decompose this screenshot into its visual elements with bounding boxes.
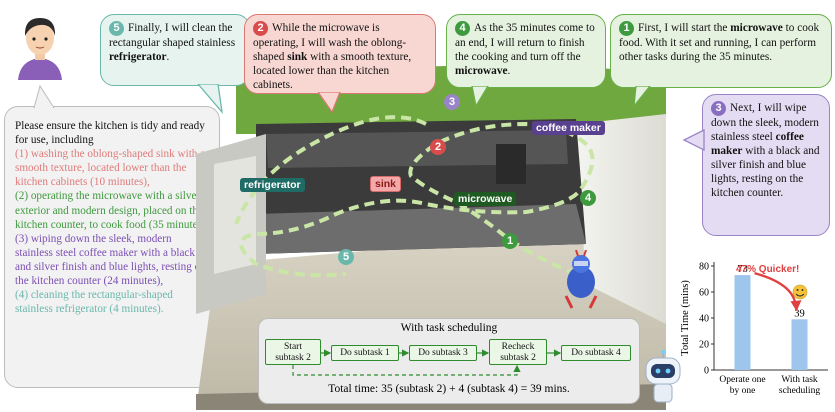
path-marker-2: 2 <box>430 139 446 155</box>
step-3-text-pre: Next, I will wipe down the sleek, modern… <box>711 102 819 143</box>
step-1-text-bold: microwave <box>730 22 783 34</box>
y-axis-label: Total Time (mins) <box>680 280 691 356</box>
annotation-arrow <box>754 271 797 306</box>
step-4-bubble-tail <box>471 86 489 108</box>
step-4-number: 4 <box>455 21 470 36</box>
chart-annotation: 47% Quicker! <box>736 264 799 275</box>
schedule-recheck-box: Recheck subtask 2 <box>489 339 547 365</box>
step-1-text-pre: First, I will start the <box>638 22 731 34</box>
y-tick-label: 20 <box>699 340 709 351</box>
user-avatar-icon <box>18 18 62 80</box>
instruction-bubble: Please ensure the kitchen is tidy and re… <box>4 106 220 388</box>
step-2-number: 2 <box>253 21 268 36</box>
step-5-text-bold: refrigerator <box>109 51 167 63</box>
schedule-do3-box: Do subtask 3 <box>409 345 477 361</box>
y-tick-label: 80 <box>699 262 709 273</box>
bar-value-label: 73 <box>737 264 748 275</box>
instruction-task-1: (1) washing the oblong-shaped sink with … <box>15 148 206 189</box>
step-3-number: 3 <box>711 101 726 116</box>
step-1-bubble-tail <box>633 86 651 108</box>
bar <box>791 319 808 370</box>
path-marker-1: 1 <box>502 233 518 249</box>
instruction-task-3: (3) wiping down the sleek, modern stainl… <box>15 232 206 288</box>
step-5-number: 5 <box>109 21 124 36</box>
step-5-bubble-tail <box>197 84 223 114</box>
step-2-text-post: with a smooth texture, located lower tha… <box>253 51 412 91</box>
instruction-task-2: (2) operating the microwave with a silve… <box>15 190 209 231</box>
label-microwave: microwave <box>454 192 517 206</box>
step-2-text-pre: While the microwave is operating, I will… <box>253 22 407 63</box>
step-2-text-bold: sink <box>287 51 308 63</box>
step-1-text-post: to cook food. With it set and running, I… <box>619 22 820 63</box>
step-4-text-pre: As the 35 minutes come to an end, I will… <box>455 22 595 63</box>
label-refrigerator: refrigerator <box>240 178 305 192</box>
annotation-arrowhead <box>790 300 802 312</box>
robot-icon <box>564 250 598 309</box>
schedule-panel: With task scheduling Start subtask 2 Do … <box>258 318 640 404</box>
path-marker-5: 5 <box>338 249 354 265</box>
path-marker-4: 4 <box>580 190 596 206</box>
instruction-bubble-tail <box>33 84 55 108</box>
step-3-bubble-tail <box>682 128 705 152</box>
step-3-text-post: with a black and silver finish and blue … <box>711 145 820 199</box>
step-4-text-post: . <box>507 65 511 77</box>
step-1-number: 1 <box>619 21 634 36</box>
step-5-text-post: . <box>166 51 170 63</box>
step-2-bubble-tail <box>318 92 341 114</box>
y-tick-label: 0 <box>704 366 709 377</box>
step-1-bubble: 1 First, I will start the microwave to co… <box>610 14 832 88</box>
step-3-text-bold: coffee maker <box>711 131 804 157</box>
smiley-eye <box>801 289 804 291</box>
schedule-do4-box: Do subtask 4 <box>561 345 631 361</box>
instruction-task-4: (4) cleaning the rectangular-shaped stai… <box>15 289 173 316</box>
instruction-intro: Please ensure the kitchen is tidy and re… <box>15 120 205 147</box>
schedule-arrows <box>292 349 562 376</box>
smiley-eye <box>796 289 799 291</box>
schedule-title: With task scheduling <box>400 322 498 334</box>
y-tick-label: 60 <box>699 288 709 299</box>
assistant-robot-icon <box>645 350 681 403</box>
step-4-text-bold: microwave <box>455 65 508 77</box>
schedule-total-time: Total time: 35 (subtask 2) + 4 (subtask … <box>328 383 570 395</box>
y-tick-label: 40 <box>699 314 709 325</box>
schedule-start-box: Start subtask 2 <box>265 339 321 365</box>
label-sink: sink <box>370 176 402 192</box>
smiley-mouth <box>795 293 805 297</box>
schedule-do1-box: Do subtask 1 <box>331 345 399 361</box>
bar-value-label: 39 <box>794 308 805 319</box>
path-marker-3: 3 <box>444 94 460 110</box>
smiley-icon <box>792 284 808 300</box>
bar <box>734 275 751 370</box>
label-coffee-maker: coffee maker <box>532 121 605 135</box>
robot-path <box>234 115 595 278</box>
step-5-text-pre: Finally, I will clean the rectangular sh… <box>109 22 236 49</box>
